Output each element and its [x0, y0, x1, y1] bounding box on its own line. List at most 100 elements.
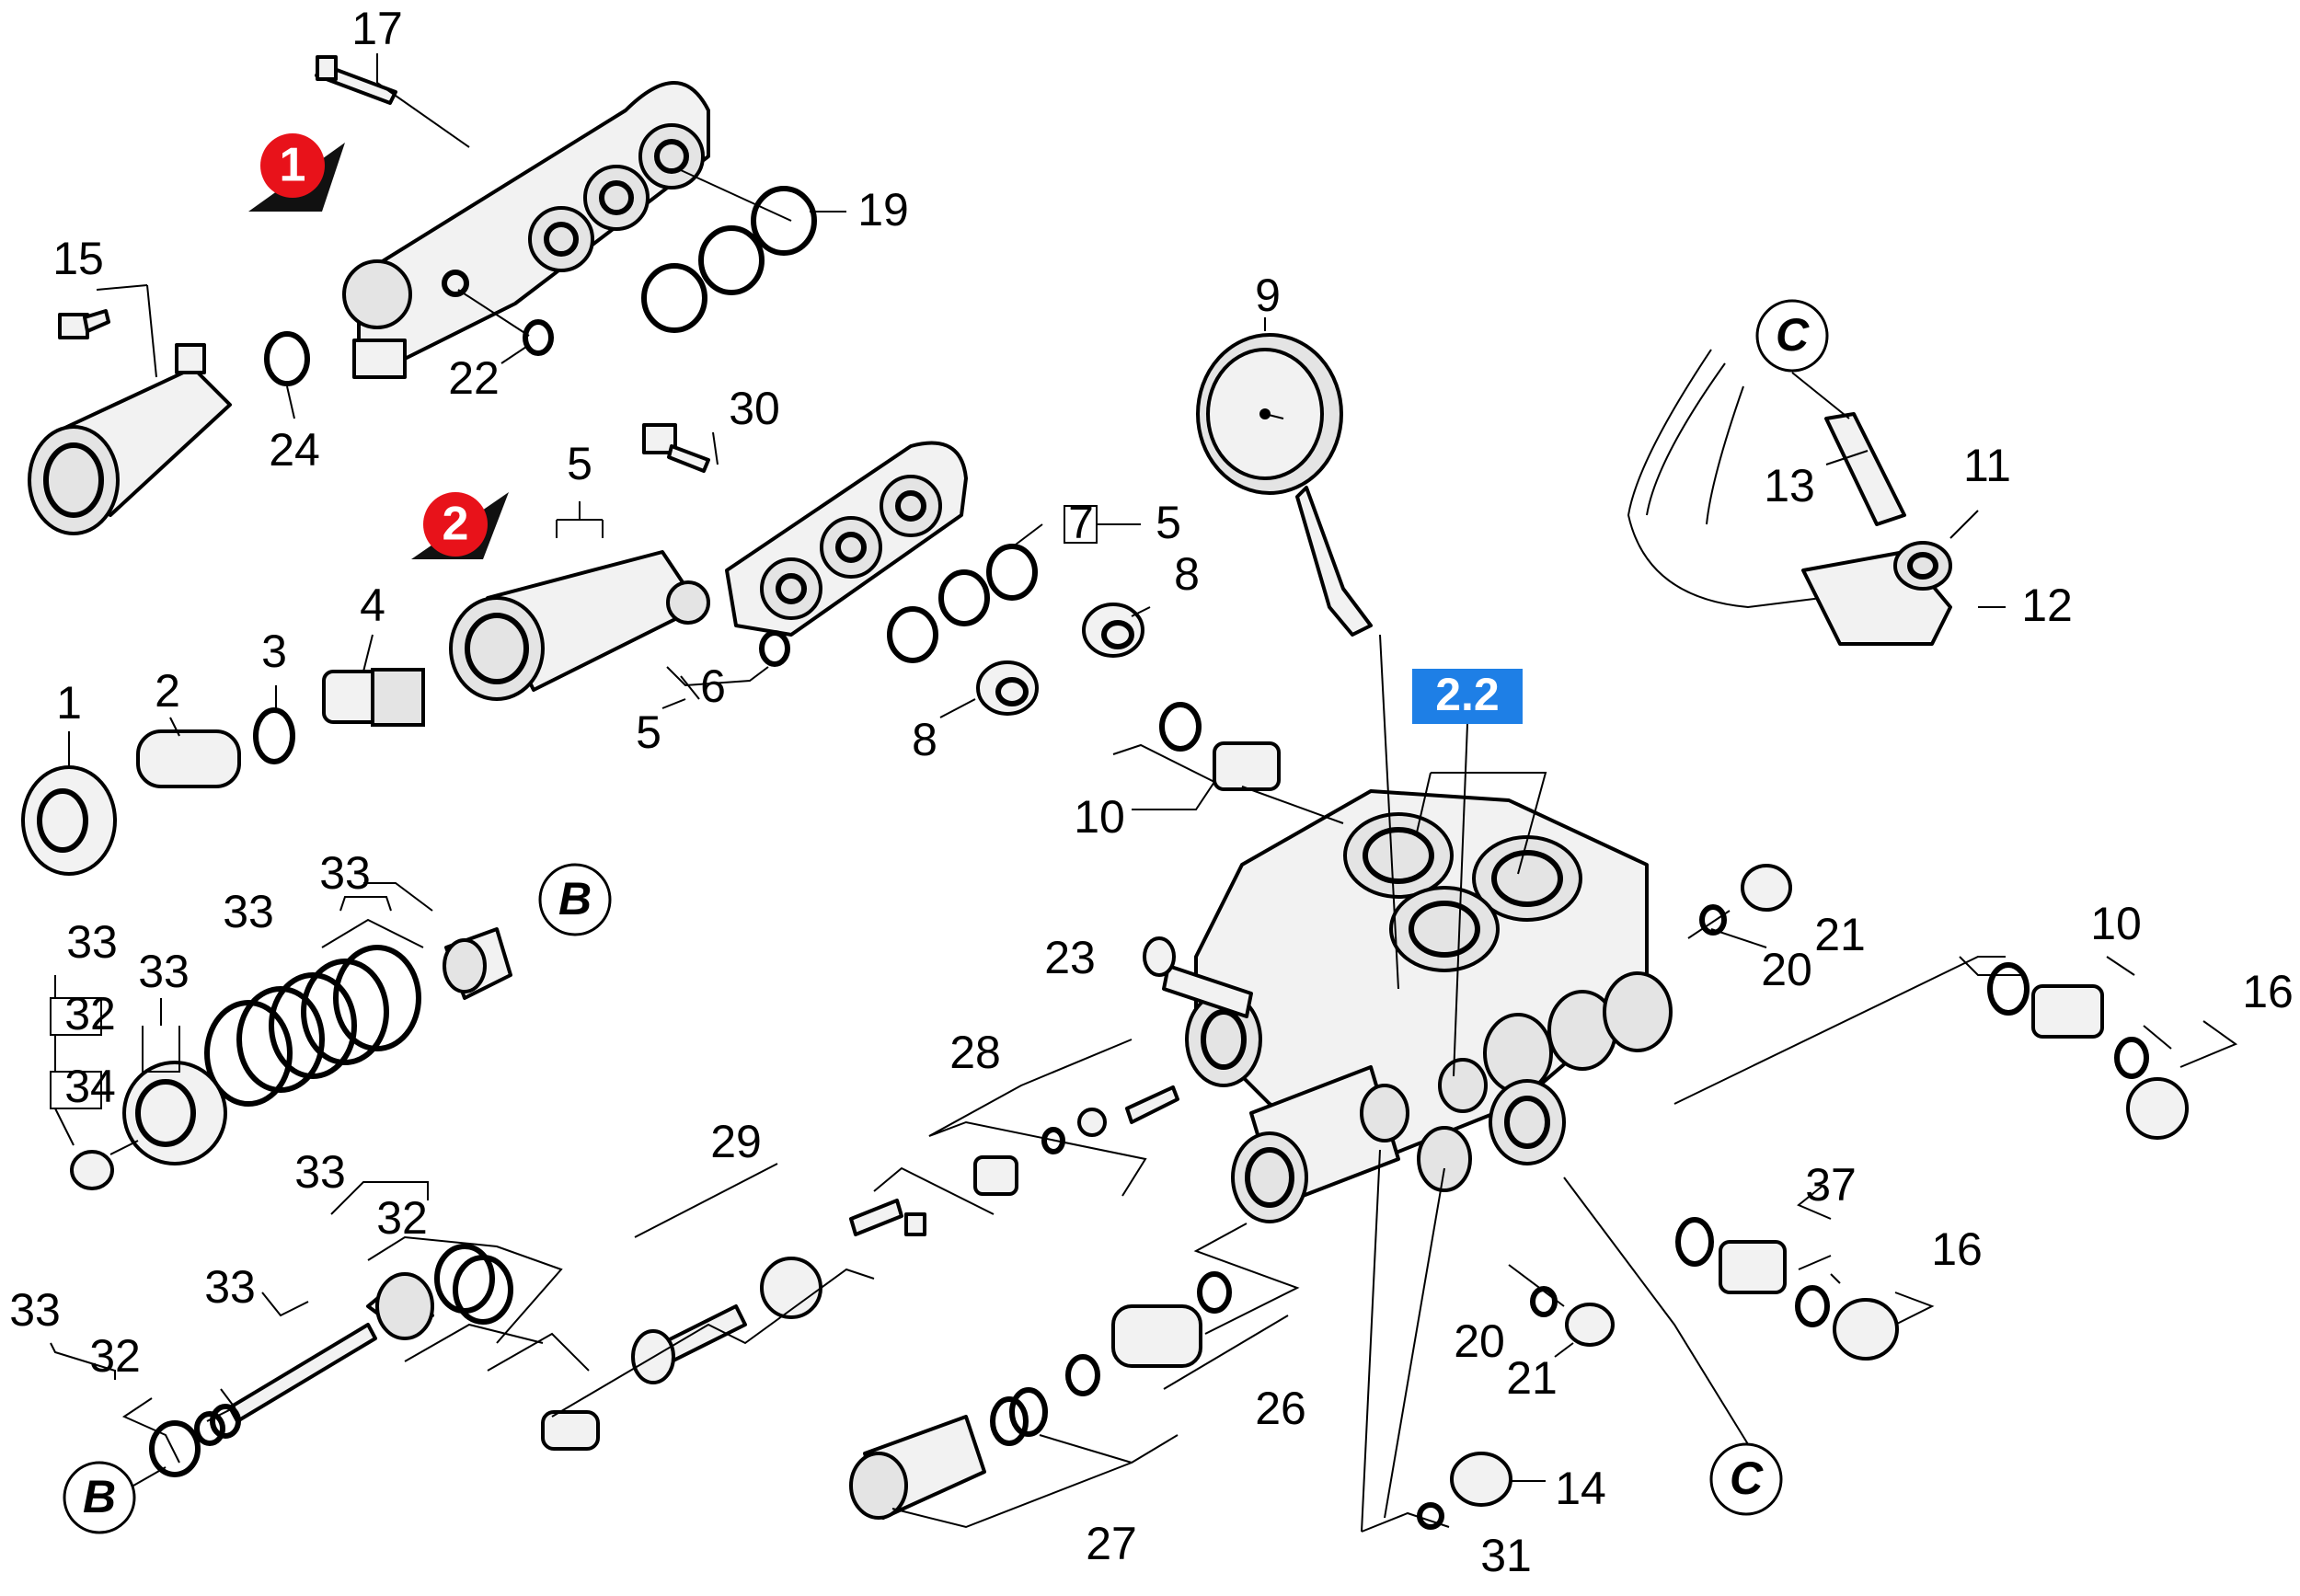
part-20-oring-upper — [1699, 904, 1727, 936]
callout-badge-1: 1 — [248, 133, 345, 212]
callout-5b: 5 — [1156, 497, 1181, 548]
callout-20a: 20 — [1761, 944, 1812, 995]
part-19-orings — [641, 186, 817, 333]
callout-23: 23 — [1044, 932, 1096, 983]
callout-4: 4 — [360, 580, 385, 631]
svg-text:2.2: 2.2 — [1435, 669, 1500, 720]
part-21-plug-upper — [1741, 864, 1792, 912]
callout-20b: 20 — [1454, 1315, 1505, 1367]
callout-11: 11 — [1963, 440, 2011, 491]
callout-10a: 10 — [1074, 791, 1125, 843]
callout-12: 12 — [2021, 580, 2073, 631]
part-33-piston — [228, 1272, 434, 1423]
callout-33g: 33 — [9, 1284, 61, 1336]
callout-15: 15 — [52, 233, 104, 284]
callout-19: 19 — [857, 184, 909, 235]
part-33-nozzle — [443, 927, 512, 1000]
part-body-middle — [725, 441, 968, 637]
part-30-screw — [642, 423, 710, 473]
part-10-valve-right — [1987, 962, 2104, 1039]
part-8-plug-a — [1082, 603, 1144, 658]
callout-2: 2 — [155, 665, 180, 717]
part-37-valve — [1675, 1217, 1787, 1294]
callout-16a: 16 — [2242, 966, 2294, 1017]
callout-32a: 32 — [64, 988, 116, 1039]
callout-21a: 21 — [1814, 909, 1866, 960]
part-33-spring-seat — [122, 1061, 227, 1165]
part-lower-port — [1231, 1058, 1566, 1223]
part-20-oring-lower — [1530, 1286, 1558, 1317]
part-10-valve — [1213, 741, 1281, 791]
callout-7: 7 — [1068, 497, 1094, 548]
callout-21b: 21 — [1506, 1352, 1558, 1404]
svg-text:C: C — [1776, 309, 1810, 361]
callout-33d: 33 — [138, 946, 190, 997]
part-9-pressure-gauge — [1196, 333, 1373, 637]
part-29-valve-stem — [541, 1199, 926, 1451]
callout-33a: 33 — [319, 847, 371, 899]
callout-8b: 8 — [912, 714, 937, 765]
callout-10b: 10 — [2090, 898, 2142, 949]
callout-33c: 33 — [66, 916, 118, 968]
badge-1-label: 1 — [280, 139, 306, 192]
callout-badge-2: 2 — [411, 492, 509, 559]
part-4-filter — [322, 668, 425, 727]
callout-32b: 32 — [376, 1192, 428, 1244]
circle-label-b-lower: B — [63, 1461, 136, 1534]
callout-27: 27 — [1086, 1518, 1137, 1569]
part-12-sensor-harness — [1627, 349, 1952, 646]
part-13-sensor — [1824, 412, 1906, 526]
part-32-orings — [434, 1244, 513, 1325]
callout-26: 26 — [1255, 1383, 1306, 1434]
callout-34: 34 — [64, 1061, 116, 1112]
callout-22: 22 — [448, 352, 500, 404]
callout-3: 3 — [261, 626, 287, 677]
callout-30: 30 — [729, 383, 780, 434]
callout-33e: 33 — [294, 1146, 346, 1198]
part-26-piston — [1065, 1271, 1232, 1396]
part-oring-mid — [1159, 702, 1202, 752]
callout-33f: 33 — [204, 1261, 256, 1313]
callout-16b: 16 — [1931, 1223, 1983, 1275]
part-16-plug-lower — [1795, 1285, 1899, 1361]
leader-lines — [50, 53, 2238, 1533]
callout-29: 29 — [710, 1116, 762, 1167]
callout-5a: 5 — [567, 438, 592, 489]
part-17-bolt — [315, 55, 397, 105]
part-cylinder-upper — [28, 343, 232, 535]
callout-1: 1 — [56, 677, 82, 729]
assembly-label-2-2: 2.2 — [1412, 669, 1523, 724]
callout-37: 37 — [1805, 1159, 1857, 1211]
part-1-nut — [21, 765, 117, 876]
callout-14: 14 — [1555, 1463, 1606, 1514]
callout-32c: 32 — [89, 1330, 141, 1382]
part-33-spring — [204, 945, 421, 1107]
callout-24: 24 — [269, 424, 320, 476]
callout-9: 9 — [1255, 270, 1281, 321]
part-32-orings-small — [149, 1404, 241, 1477]
part-6-oring — [759, 630, 790, 667]
circle-label-c-top: C — [1755, 299, 1829, 373]
circle-label-b-upper: B — [538, 863, 612, 936]
callout-28: 28 — [949, 1027, 1001, 1078]
svg-text:C: C — [1730, 1452, 1764, 1504]
part-28-valve-parts — [973, 1085, 1179, 1196]
part-16-plug-upper — [2114, 1037, 2189, 1140]
callout-13: 13 — [1764, 460, 1815, 511]
badge-2-label: 2 — [443, 498, 469, 551]
part-5-cylinder — [449, 550, 710, 701]
part-24-oring — [264, 331, 310, 386]
part-22-oring — [523, 319, 554, 356]
callout-numbers: 17 19 15 22 24 9 30 5 7 5 13 11 12 4 3 2… — [9, 3, 2294, 1581]
part-14-plug — [1450, 1452, 1512, 1507]
part-15-screw — [58, 309, 110, 339]
part-2-nipple — [136, 729, 241, 788]
callout-31: 31 — [1480, 1530, 1532, 1581]
part-27-piston — [849, 1387, 1048, 1520]
svg-text:B: B — [558, 873, 592, 924]
part-34-nut — [70, 1150, 114, 1190]
callout-5c: 5 — [636, 706, 661, 758]
part-21-plug-lower — [1565, 1303, 1615, 1347]
callout-6: 6 — [700, 660, 726, 712]
